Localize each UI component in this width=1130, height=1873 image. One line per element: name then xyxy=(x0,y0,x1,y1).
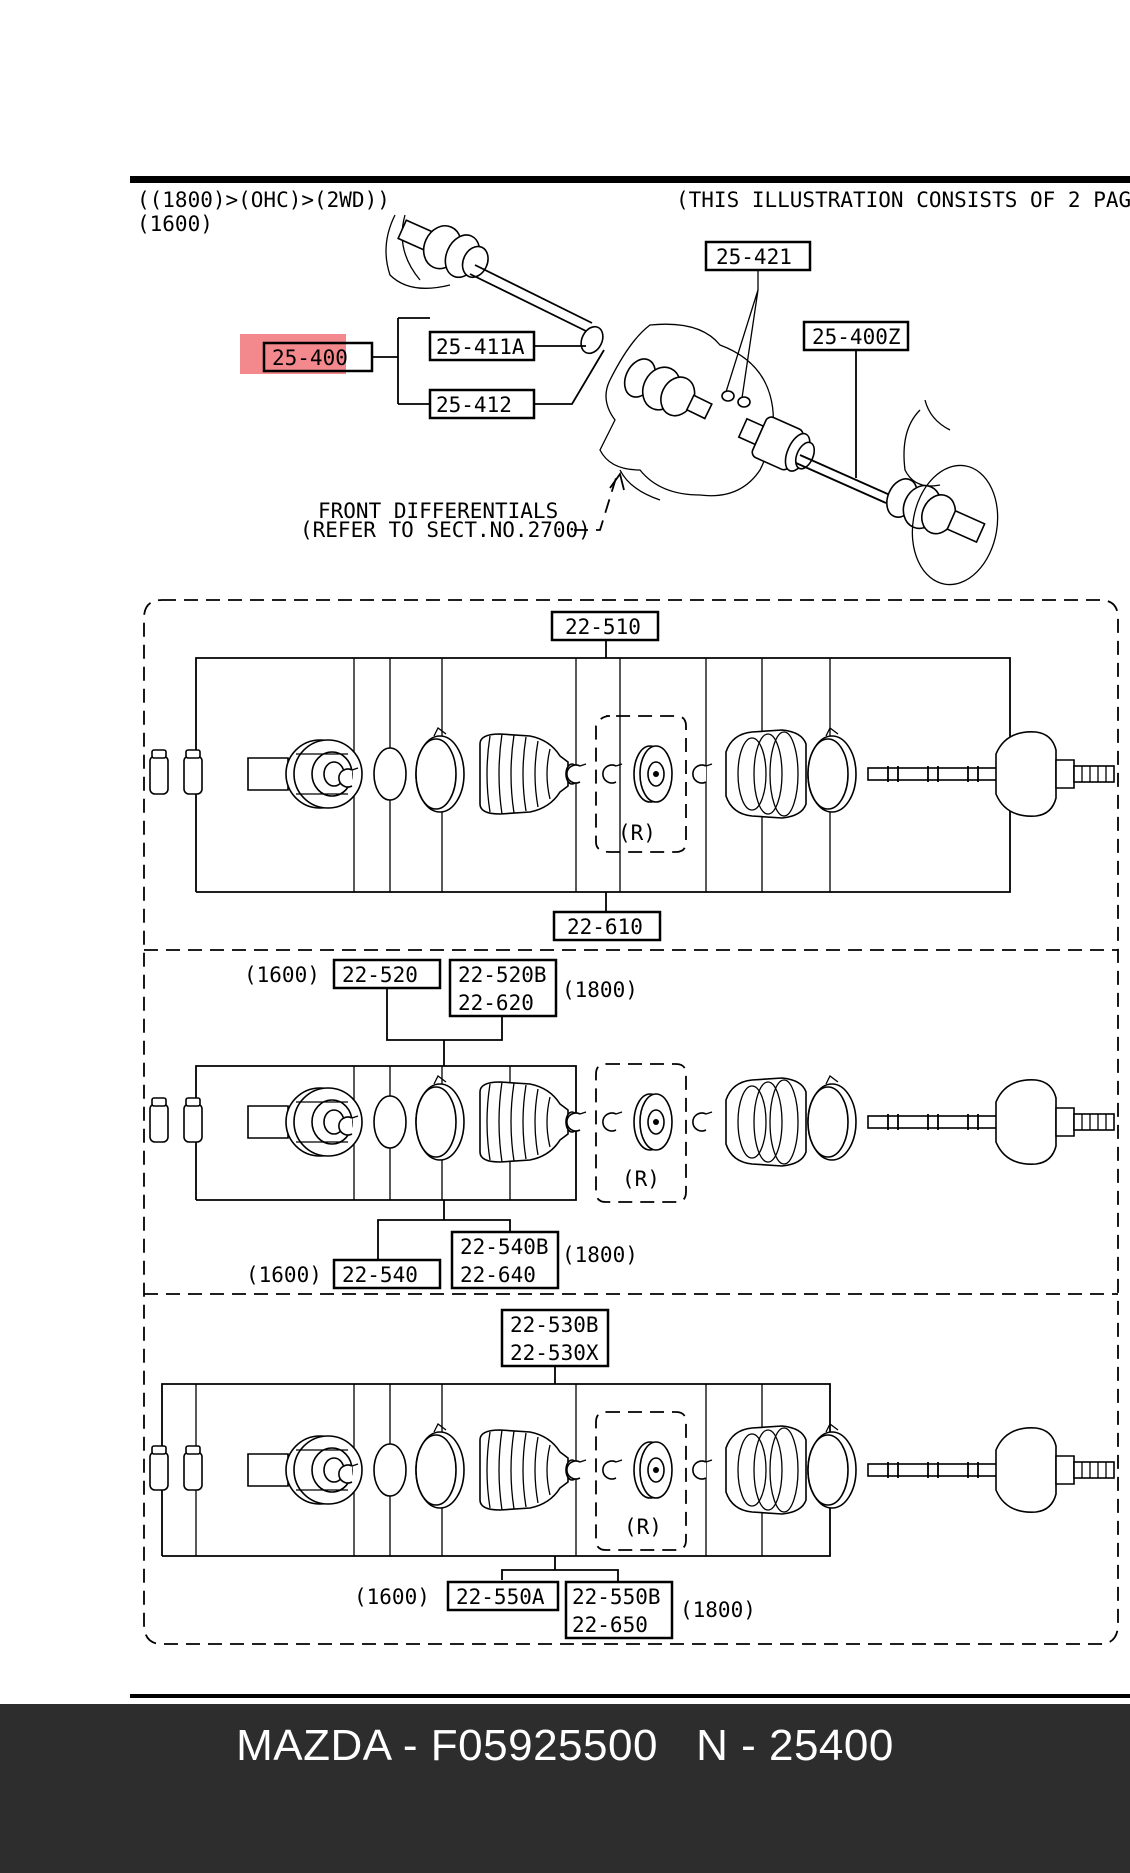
section-2: (1600) 22-520 22-520B 22-620 (1800) xyxy=(149,958,1115,1290)
callout-22-530X-label: 22-530X xyxy=(510,1341,599,1365)
drive-shaft-assembly-illustration xyxy=(385,214,999,586)
callout-22-550B-22-650[interactable]: 22-550B 22-650 xyxy=(564,1580,674,1640)
highlight-25-400 xyxy=(240,334,346,374)
callout-22-550A[interactable]: 22-550A xyxy=(446,1580,560,1612)
callout-22-540B-22-640[interactable]: 22-540B 22-640 xyxy=(450,1230,560,1290)
kit-frame xyxy=(143,599,1119,1645)
callout-22-530B-label: 22-530B xyxy=(510,1313,599,1337)
section-3-bottom-right-variant: (1800) xyxy=(680,1598,756,1622)
callout-22-510[interactable]: 22-510 xyxy=(550,610,660,642)
callout-22-520[interactable]: 22-520 xyxy=(332,958,442,990)
section-2-bottom-right-variant: (1800) xyxy=(562,1243,638,1267)
illustration-note: (THIS ILLUSTRATION CONSISTS OF 2 PAGES) xyxy=(676,188,1130,212)
callout-25-421[interactable]: 25-421 xyxy=(704,240,812,272)
callout-22-520B-22-620[interactable]: 22-520B 22-620 xyxy=(448,958,558,1018)
section-3-bottom-left-variant: (1600) xyxy=(354,1585,430,1609)
callout-25-400Z-label: 25-400Z xyxy=(812,325,901,349)
callout-25-400-label: 25-400 xyxy=(272,346,348,370)
variant-line-1: ((1800)>(OHC)>(2WD)) xyxy=(137,188,390,212)
differentials-note-line-2: (REFER TO SECT.NO.2700) xyxy=(300,518,591,542)
callout-22-530B-22-530X[interactable]: 22-530B 22-530X xyxy=(500,1308,610,1368)
callout-22-540-label: 22-540 xyxy=(342,1263,418,1287)
section-2-top-left-variant: (1600) xyxy=(244,963,320,987)
callout-22-550A-label: 22-550A xyxy=(456,1585,545,1609)
callout-22-510-label: 22-510 xyxy=(565,615,641,639)
callout-25-400Z[interactable]: 25-400Z xyxy=(802,320,910,352)
callout-22-520B-label: 22-520B xyxy=(458,963,547,987)
callout-22-540[interactable]: 22-540 xyxy=(332,1258,442,1290)
section-3: 22-530B 22-530X (R) (1600) 22-550 xyxy=(149,1308,1115,1640)
callout-22-650-label: 22-650 xyxy=(572,1613,648,1637)
callout-22-620-label: 22-620 xyxy=(458,991,534,1015)
callout-25-412-label: 25-412 xyxy=(436,393,512,417)
callout-22-520-label: 22-520 xyxy=(342,963,418,987)
bottom-rule xyxy=(130,1694,1130,1698)
section-2-bottom-left-variant: (1600) xyxy=(246,1263,322,1287)
callout-22-610[interactable]: 22-610 xyxy=(552,910,662,942)
callout-22-540B-label: 22-540B xyxy=(460,1235,549,1259)
callout-25-411A-label: 25-411A xyxy=(436,335,525,359)
callout-22-550B-label: 22-550B xyxy=(572,1585,661,1609)
footer-part-text: MAZDA - F05925500 N - 25400 xyxy=(236,1721,894,1770)
callout-25-411A[interactable]: 25-411A xyxy=(428,330,536,362)
callout-22-640-label: 22-640 xyxy=(460,1263,536,1287)
callout-25-412[interactable]: 25-412 xyxy=(428,388,536,420)
differentials-note-line-1: FRONT DIFFERENTIALS xyxy=(318,499,558,523)
section-1-r-tag: (R) xyxy=(618,821,656,845)
callout-25-421-label: 25-421 xyxy=(716,245,792,269)
section-2-r-tag: (R) xyxy=(622,1167,660,1191)
variant-line-2: (1600) xyxy=(137,212,213,236)
callout-25-400[interactable]: 25-400 xyxy=(262,341,374,373)
section-3-r-tag: (R) xyxy=(624,1515,662,1539)
section-2-top-right-variant: (1800) xyxy=(562,978,638,1002)
callout-22-610-label: 22-610 xyxy=(567,915,643,939)
footer-bar: MAZDA - F05925500 N - 25400 xyxy=(0,1704,1130,1873)
section-1: 22-510 (R) 22-610 xyxy=(149,610,1115,942)
top-rule xyxy=(130,176,1130,183)
